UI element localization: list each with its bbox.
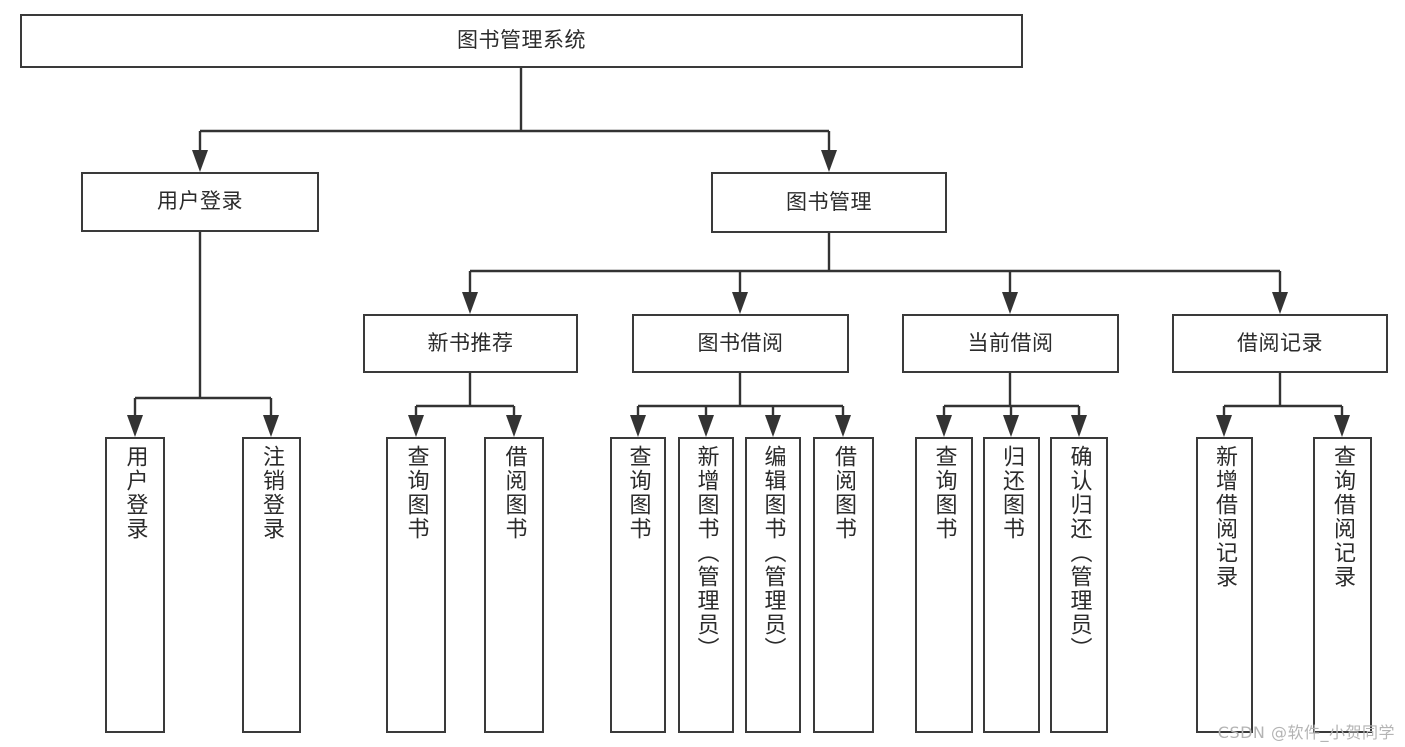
arrow-head-book-manage-to-level2-3 [1272, 292, 1288, 314]
node-label: 确认归还（管理员） [1066, 445, 1092, 661]
arrow-head-new-book-rec-to-leaves-1 [506, 415, 522, 437]
node-user-login[interactable]: 用户登录 [81, 172, 319, 232]
arrow-head-book-manage-to-level2-1 [732, 292, 748, 314]
node-label: 图书管理系统 [457, 28, 586, 53]
node-leaf-query-record[interactable]: 查询借阅记录 [1313, 437, 1372, 733]
node-label: 编辑图书（管理员） [760, 445, 786, 661]
arrow-head-root-to-level1-1 [821, 150, 837, 172]
node-label: 用户登录 [122, 445, 148, 541]
node-book-manage[interactable]: 图书管理 [711, 172, 947, 233]
arrow-head-current-borrow-to-leaves-1 [1003, 415, 1019, 437]
watermark-label: CSDN @软件_小贺同学 [1217, 723, 1395, 742]
arrow-head-user-login-to-leaves-0 [127, 415, 143, 437]
node-label: 借阅图书 [831, 445, 857, 541]
node-leaf-user-login[interactable]: 用户登录 [105, 437, 165, 733]
node-label: 查询借阅记录 [1330, 445, 1356, 589]
arrow-head-book-manage-to-level2-2 [1002, 292, 1018, 314]
node-leaf-borrow-book[interactable]: 借阅图书 [813, 437, 874, 733]
node-current-borrow[interactable]: 当前借阅 [902, 314, 1119, 373]
arrow-head-current-borrow-to-leaves-2 [1071, 415, 1087, 437]
node-label: 新增图书（管理员） [693, 445, 719, 661]
node-leaf-add-book[interactable]: 新增图书（管理员） [678, 437, 734, 733]
arrow-head-new-book-rec-to-leaves-0 [408, 415, 424, 437]
node-label: 图书管理 [786, 189, 872, 214]
node-new-book-rec[interactable]: 新书推荐 [363, 314, 578, 373]
arrow-head-root-to-level1-0 [192, 150, 208, 172]
node-leaf-logout[interactable]: 注销登录 [242, 437, 301, 733]
node-label: 新增借阅记录 [1212, 445, 1238, 589]
node-borrow-record[interactable]: 借阅记录 [1172, 314, 1388, 373]
arrow-head-book-borrow-to-leaves-3 [835, 415, 851, 437]
node-leaf-edit-book[interactable]: 编辑图书（管理员） [745, 437, 801, 733]
arrow-head-current-borrow-to-leaves-0 [936, 415, 952, 437]
node-label: 归还图书 [999, 445, 1025, 541]
node-label: 借阅图书 [501, 445, 527, 541]
node-label: 用户登录 [157, 189, 243, 214]
node-label: 查询图书 [931, 445, 957, 541]
node-book-borrow[interactable]: 图书借阅 [632, 314, 849, 373]
arrow-head-book-borrow-to-leaves-2 [765, 415, 781, 437]
arrow-head-borrow-record-to-leaves-0 [1216, 415, 1232, 437]
arrow-head-book-borrow-to-leaves-0 [630, 415, 646, 437]
node-label: 新书推荐 [427, 330, 514, 355]
node-leaf-query-book-borrow[interactable]: 查询图书 [610, 437, 666, 733]
arrow-head-book-manage-to-level2-0 [462, 292, 478, 314]
node-label: 借阅记录 [1237, 330, 1323, 355]
node-leaf-borrow-book-rec[interactable]: 借阅图书 [484, 437, 544, 733]
node-label: 当前借阅 [967, 330, 1054, 355]
node-leaf-confirm-return[interactable]: 确认归还（管理员） [1050, 437, 1108, 733]
node-label: 注销登录 [259, 445, 285, 541]
node-leaf-return-book[interactable]: 归还图书 [983, 437, 1040, 733]
arrow-head-borrow-record-to-leaves-1 [1334, 415, 1350, 437]
node-root[interactable]: 图书管理系统 [20, 14, 1023, 68]
arrow-head-user-login-to-leaves-1 [263, 415, 279, 437]
node-label: 查询图书 [403, 445, 429, 541]
node-label: 查询图书 [625, 445, 651, 541]
node-label: 图书借阅 [697, 330, 784, 355]
arrow-head-book-borrow-to-leaves-1 [698, 415, 714, 437]
node-leaf-add-record[interactable]: 新增借阅记录 [1196, 437, 1253, 733]
node-leaf-query-book-cur[interactable]: 查询图书 [915, 437, 973, 733]
node-leaf-query-book-rec[interactable]: 查询图书 [386, 437, 446, 733]
